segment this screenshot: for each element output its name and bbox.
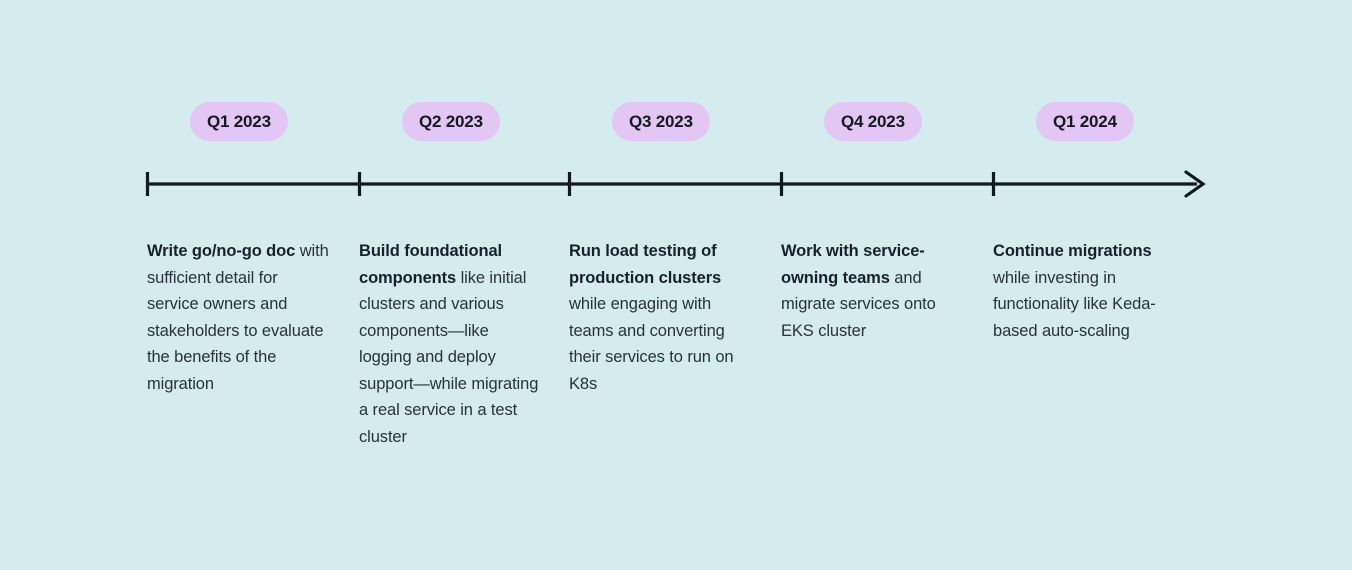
milestone-lead: Build foundational components: [359, 242, 503, 287]
milestone-lead: Continue migrations: [993, 242, 1152, 260]
milestone-lead: Write go/no-go doc: [147, 242, 296, 260]
quarter-badge: Q1 2024: [1036, 102, 1134, 141]
milestone-lead: Work with service-owning teams: [781, 242, 925, 287]
milestone-description: Work with service-owning teams and migra…: [781, 238, 971, 344]
milestone-rest: and migrate services onto EKS cluster: [781, 268, 936, 340]
quarter-badge: Q4 2023: [824, 102, 922, 141]
milestone-description: Continue migrations while investing in f…: [993, 238, 1183, 344]
milestone-rest: like initial clusters and various compon…: [359, 268, 539, 446]
quarter-badge: Q2 2023: [402, 102, 500, 141]
milestone-description: Build foundational components like initi…: [359, 238, 544, 450]
quarter-badge: Q1 2023: [190, 102, 288, 141]
milestone-lead: Run load testing of production clusters: [569, 242, 722, 287]
milestone-description: Write go/no-go doc with sufficient detai…: [147, 238, 332, 397]
quarter-badge: Q3 2023: [612, 102, 710, 141]
milestone-description: Run load testing of production clusters …: [569, 238, 749, 397]
axis-arrowhead-icon: [1184, 170, 1206, 198]
milestone-rest: with sufficient detail for service owner…: [147, 242, 329, 393]
milestone-rest: while engaging with teams and converting…: [569, 295, 734, 393]
milestone-rest: while investing in functionality like Ke…: [993, 268, 1156, 340]
